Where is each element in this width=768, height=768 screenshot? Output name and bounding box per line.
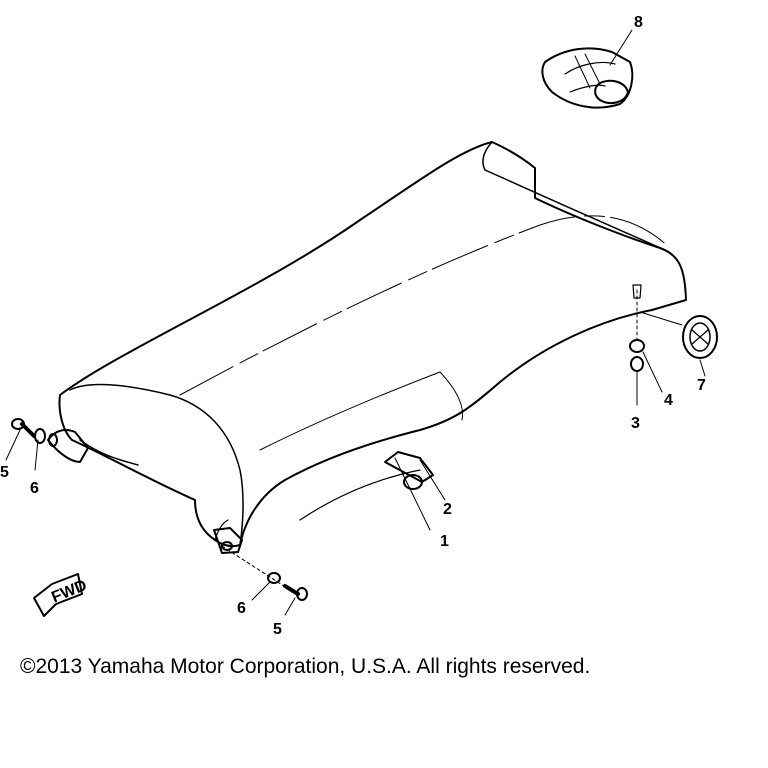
washer-6-left <box>34 428 46 444</box>
seat-strap <box>384 451 434 490</box>
callout-8: 8 <box>634 14 643 31</box>
fwd-label: FWD <box>49 577 89 606</box>
bolt-5-left <box>11 418 36 438</box>
callout-1: 1 <box>440 533 449 550</box>
emblem <box>682 315 718 359</box>
seat-mount-tab-left <box>47 429 89 463</box>
callout-5-bottom: 5 <box>273 621 282 638</box>
callout-3: 3 <box>631 415 640 432</box>
callout-6-bottom: 6 <box>237 600 246 617</box>
tool-bag <box>541 47 634 109</box>
washer-6-bottom <box>267 572 281 584</box>
seat <box>58 141 687 548</box>
copyright-notice: ©2013 Yamaha Motor Corporation, U.S.A. A… <box>20 655 591 678</box>
bolt-5-bottom <box>283 584 308 601</box>
washer-3 <box>630 356 644 372</box>
callout-6-left: 6 <box>30 480 39 497</box>
nut-4 <box>629 339 645 353</box>
callout-7: 7 <box>697 377 706 394</box>
callout-2: 2 <box>443 501 452 518</box>
callout-5-left: 5 <box>0 464 9 481</box>
callout-4: 4 <box>664 392 673 409</box>
fwd-arrow-icon <box>33 573 83 617</box>
